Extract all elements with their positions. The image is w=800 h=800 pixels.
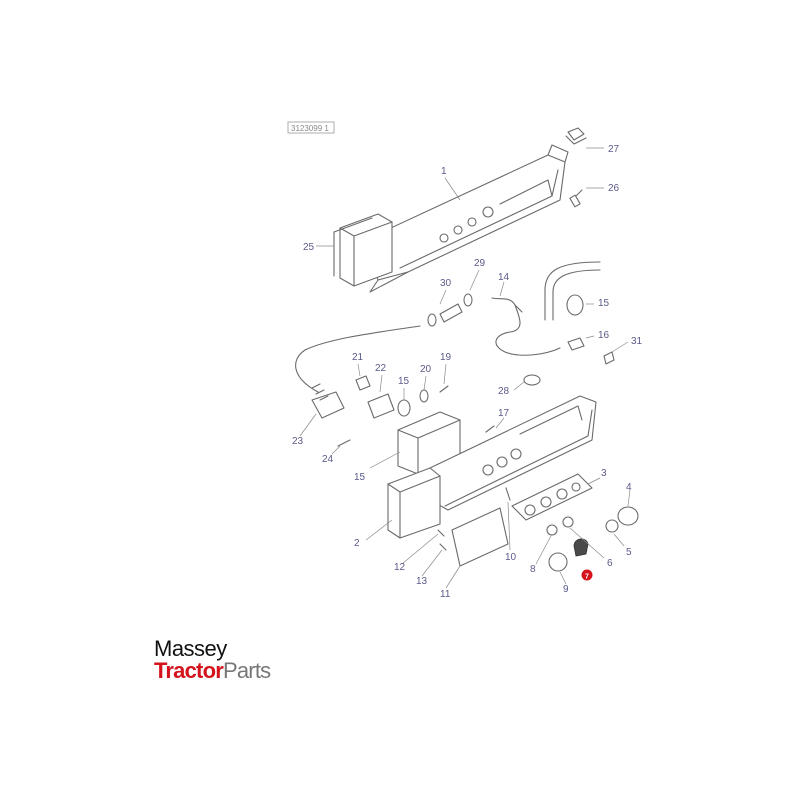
callout-24: 24 [322,454,334,465]
part-4-knob [617,506,639,526]
part-28-clamp [523,374,541,386]
part-15-lever [544,261,601,321]
part-5-nut [605,519,619,533]
part-14-cable [491,297,561,356]
callout-23: 23 [292,436,304,447]
callout-12: 12 [394,562,406,573]
callout-1: 1 [441,166,447,177]
callout-29: 29 [474,258,486,269]
part-13-pin [439,543,447,551]
part-23-switch [311,383,345,419]
callout-20: 20 [420,364,432,375]
part-11-cover [451,507,509,567]
part-30-bushing [427,303,463,327]
part-24-screw [337,439,351,447]
part-6-nut [562,516,574,528]
callout-8: 8 [530,564,536,575]
callout-4: 4 [626,482,632,493]
part-21-sender [355,375,371,391]
part-3-plate [511,473,593,521]
callout-19: 19 [440,352,452,363]
callout-16: 16 [598,330,610,341]
part-17-screw [485,425,495,433]
callout-26: 26 [608,183,620,194]
leader-lines [299,147,631,589]
logo-bottom: TractorParts [154,658,271,683]
part-29-ring [463,293,473,307]
callout-13: 13 [416,576,428,587]
callout-14: 14 [498,272,510,283]
callout-27: 27 [608,144,620,155]
callout-31: 31 [631,336,643,347]
callout-22: 22 [375,363,387,374]
callout-25: 25 [303,242,315,253]
callout-5: 5 [626,547,632,558]
part-1-upper-bracket [364,144,569,293]
part-10-screw [505,487,511,501]
part-15b-knob [397,399,411,417]
drawing-reference-text: 3123099 1 [291,124,329,133]
callout-10: 10 [505,552,517,563]
callout-30: 30 [440,278,452,289]
callout-2: 2 [354,538,360,549]
callout-9: 9 [563,584,569,595]
callout-17: 17 [498,408,510,419]
part-20-bulb [419,389,429,403]
part-25-box [333,213,393,287]
logo-bottom-bold: Tractor [154,658,224,683]
highlighted-part-label: 7 [585,574,589,581]
callout-11: 11 [440,589,451,600]
callout-6: 6 [607,558,613,569]
logo-bottom-light: Parts [222,658,271,683]
logo-top-text: Massey [154,636,227,661]
part-16-key [567,337,585,351]
part-12-pin [437,529,445,537]
part-2-lower-bracket [387,395,597,539]
drawing-reference: 3123099 1 [287,121,335,134]
callout-15c: 15 [354,472,366,483]
callout-labels: 1 2 3 4 5 6 8 9 10 11 12 13 14 15 15 15 … [292,144,643,600]
part-19-screw [439,385,449,393]
part-26-screw [569,189,583,208]
part-22-switch [367,393,395,419]
callout-21: 21 [352,352,364,363]
massey-tractor-parts-logo: Massey TractorParts [154,636,271,683]
long-cable [295,325,421,393]
part-8-nut [546,524,558,536]
callout-28: 28 [498,386,510,397]
part-31-connector [603,351,615,365]
callout-15a: 15 [598,298,610,309]
part-27-clip [565,127,587,145]
part-7-highlighted: 7 [573,538,593,581]
part-9-knob [548,552,568,572]
callout-15b: 15 [398,376,410,387]
callout-3: 3 [601,468,607,479]
